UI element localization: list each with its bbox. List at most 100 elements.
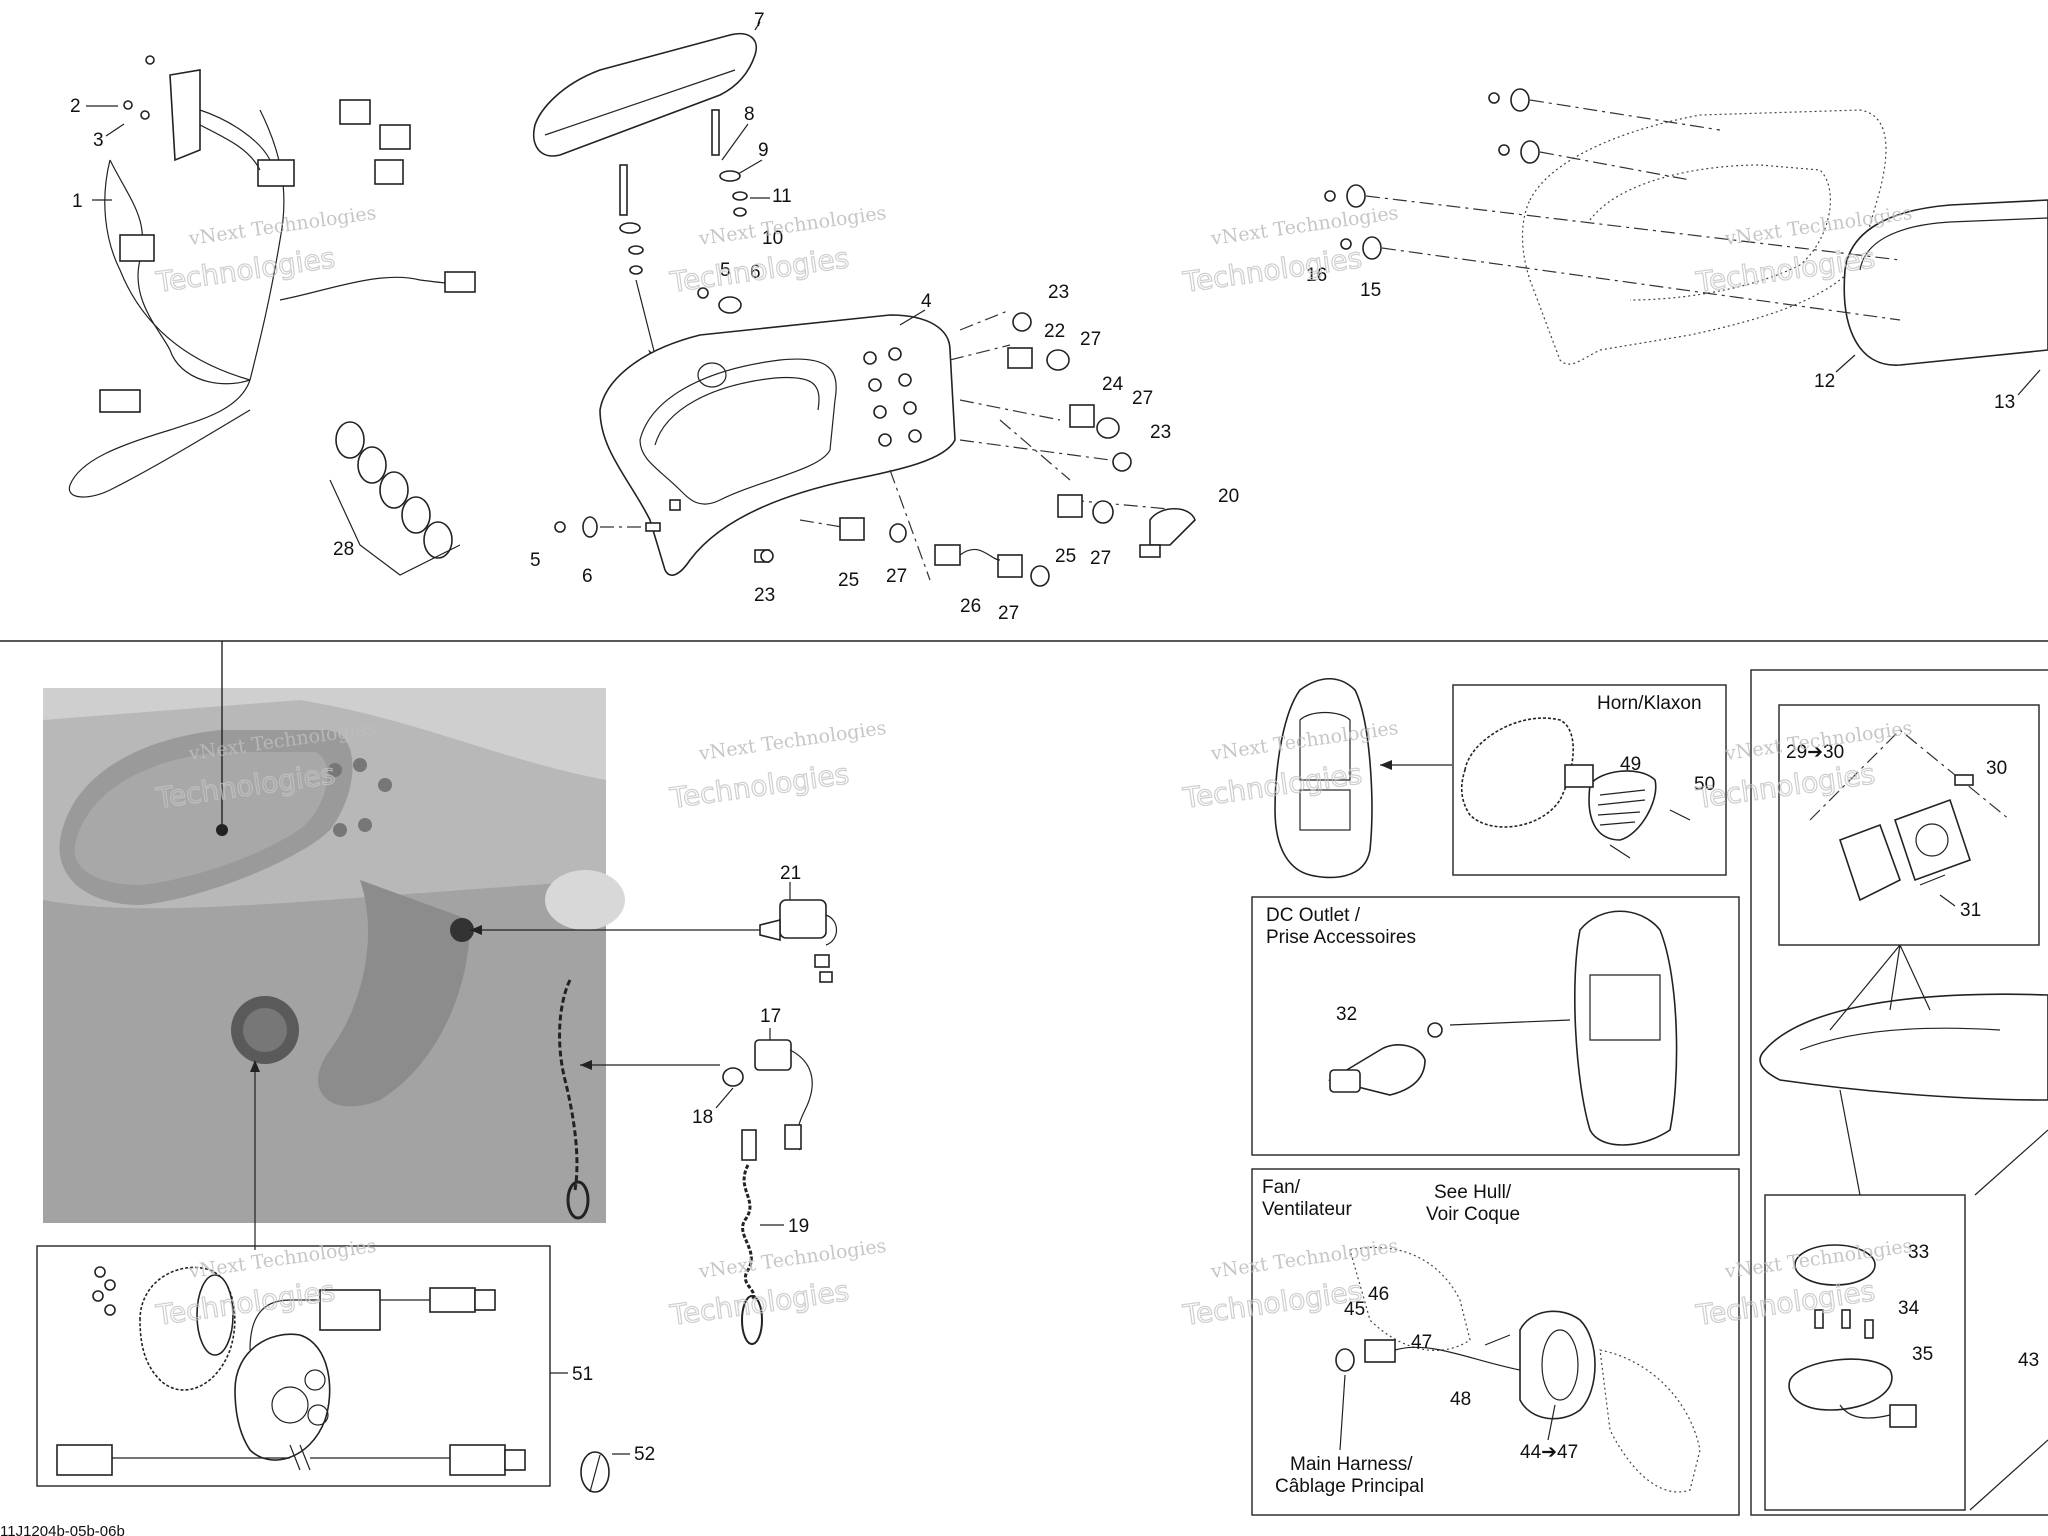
watermark-8b: Technologies [1693, 757, 1877, 815]
horn-49-50[interactable] [1460, 717, 1691, 859]
dc-outlet-box [1251, 896, 1740, 1156]
callout-27-d: 27 [886, 566, 907, 587]
box-29-30 [1778, 704, 2040, 946]
callout-23-a: 23 [1048, 282, 1069, 303]
switches-and-caps[interactable] [754, 309, 1196, 587]
callout-5-bottom: 5 [530, 550, 541, 571]
fan-box [1251, 1168, 1740, 1516]
callout-29-30: 29➔30 [1786, 742, 1844, 763]
callout-43: 43 [2018, 1350, 2039, 1371]
gauge-kit-51[interactable] [56, 1266, 526, 1476]
callout-27-b: 27 [1132, 388, 1153, 409]
watermark-6: vNext Technologies [697, 717, 888, 765]
screw-washer-bottom[interactable] [554, 516, 661, 538]
callout-23-b: 23 [1150, 422, 1171, 443]
callout-2: 2 [70, 96, 81, 117]
dc-outlet-title-1: DC Outlet / [1266, 905, 1361, 926]
see-hull-1: See Hull/ [1434, 1182, 1512, 1203]
callout-15: 15 [1360, 280, 1381, 301]
callout-4: 4 [921, 291, 932, 312]
callout-11: 11 [772, 186, 792, 207]
dc-outlet-32[interactable] [1327, 910, 1678, 1146]
callout-7: 7 [754, 10, 765, 31]
horn-box-title: Horn/Klaxon [1597, 693, 1702, 714]
callout-31: 31 [1960, 900, 1981, 921]
callout-46: 46 [1368, 1284, 1389, 1305]
watermark-3b: Technologies [1180, 241, 1364, 299]
callout-32: 32 [1336, 1004, 1357, 1025]
see-hull-2: Voir Coque [1426, 1204, 1520, 1225]
drawing-reference: 11J1204b-05b-06b [0, 1523, 125, 1536]
callout-6-bottom: 6 [582, 566, 593, 587]
cable-tie-52[interactable] [580, 1451, 610, 1493]
callout-45: 45 [1344, 1299, 1365, 1320]
right-accessory-box [1750, 669, 2048, 1516]
callout-27-a: 27 [1080, 329, 1101, 350]
watermark-11: vNext Technologies [1209, 1235, 1400, 1283]
callout-10: 10 [762, 228, 783, 249]
callout-6-top: 6 [750, 262, 761, 283]
gauge-12[interactable] [1843, 199, 2048, 366]
lanyard-switch-17[interactable] [722, 1039, 813, 1151]
callout-16: 16 [1306, 265, 1327, 286]
watermark-11b: Technologies [1180, 1274, 1364, 1332]
callout-22: 22 [1044, 321, 1065, 342]
callout-30: 30 [1986, 758, 2007, 779]
callout-51: 51 [572, 1364, 593, 1385]
callout-35: 35 [1912, 1344, 1933, 1365]
fan-44-47[interactable] [1335, 1246, 1701, 1493]
watermark-1: vNext Technologies [187, 202, 378, 250]
watermark-10: vNext Technologies [697, 1235, 888, 1283]
console-photo [43, 641, 625, 1223]
key-switch-21[interactable] [759, 899, 838, 983]
parts-33-35[interactable] [1788, 1244, 1917, 1428]
callout-26: 26 [960, 596, 981, 617]
callout-18: 18 [692, 1107, 713, 1128]
wiring-harness-assembly[interactable] [68, 55, 476, 498]
watermark-2b: Technologies [667, 241, 851, 299]
callout-25-b: 25 [1055, 546, 1076, 567]
cable-ties-28[interactable] [329, 421, 461, 576]
box-33-35 [1764, 1194, 1966, 1511]
callout-28: 28 [333, 539, 354, 560]
callout-9: 9 [758, 140, 769, 161]
watermark-2: vNext Technologies [697, 202, 888, 250]
callout-48: 48 [1450, 1389, 1471, 1410]
callout-27-e: 27 [998, 603, 1019, 624]
callout-17: 17 [760, 1006, 781, 1027]
fan-title-2: Ventilateur [1262, 1199, 1352, 1220]
callout-19: 19 [788, 1216, 809, 1237]
callout-13: 13 [1994, 392, 2015, 413]
callout-47: 47 [1411, 1332, 1432, 1353]
watermark-1b: Technologies [153, 241, 337, 299]
callout-49: 49 [1620, 754, 1641, 775]
washers-15-16[interactable] [1324, 88, 1901, 321]
callout-23-c: 23 [754, 585, 775, 606]
callout-5-top: 5 [720, 260, 731, 281]
callout-24: 24 [1102, 374, 1124, 395]
callout-52: 52 [634, 1444, 655, 1465]
gauge-housing-dotted[interactable] [1521, 109, 1887, 365]
lanyard-19[interactable] [741, 1129, 763, 1345]
lanyard-in-photo [558, 979, 590, 1220]
watermark-10b: Technologies [667, 1274, 851, 1332]
watermark-6b: Technologies [667, 757, 851, 815]
gauge-kit-box [36, 1245, 551, 1487]
photo-arrows [250, 925, 760, 1250]
dc-outlet-title-2: Prise Accessoires [1266, 927, 1416, 948]
callout-33: 33 [1908, 1242, 1929, 1263]
callout-3: 3 [93, 130, 104, 151]
parts-29-31[interactable] [1809, 729, 2011, 902]
callout-25-a: 25 [838, 570, 859, 591]
screw-washer-top[interactable] [697, 287, 742, 314]
callout-50: 50 [1694, 774, 1715, 795]
hull-top-view [1274, 678, 1452, 879]
console-cover-7[interactable] [533, 21, 761, 157]
horn-box [1452, 684, 1727, 876]
main-harness-2: Câblage Principal [1275, 1476, 1424, 1497]
callout-27-c: 27 [1090, 548, 1111, 569]
callout-1: 1 [72, 191, 83, 212]
console-housing-4[interactable] [599, 314, 956, 576]
callout-8: 8 [744, 104, 755, 125]
